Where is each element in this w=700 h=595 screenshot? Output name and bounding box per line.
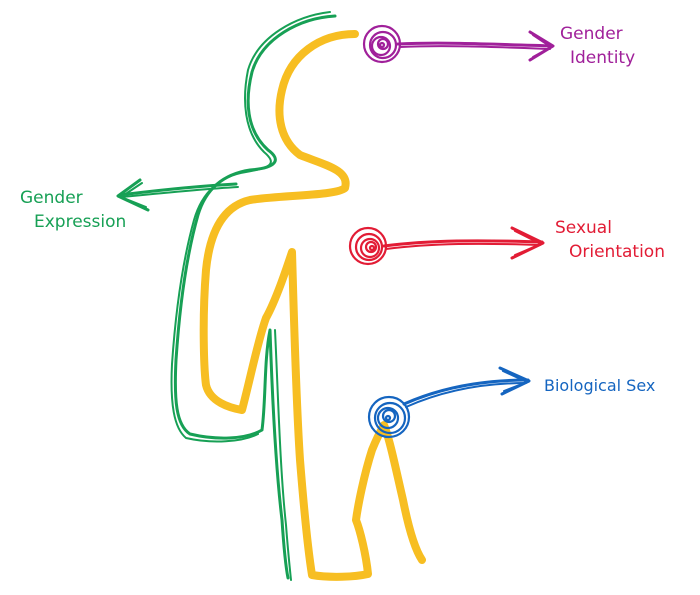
gender-expression-arrow: [116, 178, 239, 212]
heart-spiral-icon: [348, 226, 388, 266]
gender-expression-label-line1: Gender: [20, 188, 83, 208]
sexual-orientation-arrow: [382, 226, 545, 260]
biological-sex-label: Biological Sex: [544, 374, 655, 398]
body-outline: [199, 30, 426, 581]
gender-expression-label-line2: Expression: [34, 212, 127, 232]
gender-expression-label: Gender Expression: [20, 186, 126, 234]
gender-identity-label-line2: Identity: [570, 48, 636, 68]
gender-identity-label-line1: Gender: [560, 24, 623, 44]
sexual-orientation-label-line1: Sexual: [555, 218, 612, 238]
gender-identity-label: Gender Identity: [560, 22, 635, 70]
head-spiral-icon: [362, 24, 402, 64]
gender-identity-arrow: [396, 30, 555, 62]
biological-sex-marker: [367, 366, 531, 439]
sexual-orientation-marker: [348, 226, 545, 266]
sexual-orientation-label: Sexual Orientation: [555, 216, 665, 264]
groin-spiral-icon: [367, 395, 411, 439]
gender-identity-marker: [362, 24, 555, 64]
gender-expression-outline: [170, 11, 337, 581]
sexual-orientation-label-line2: Orientation: [569, 242, 665, 262]
biological-sex-arrow: [402, 366, 531, 408]
biological-sex-label-line1: Biological Sex: [544, 376, 656, 395]
